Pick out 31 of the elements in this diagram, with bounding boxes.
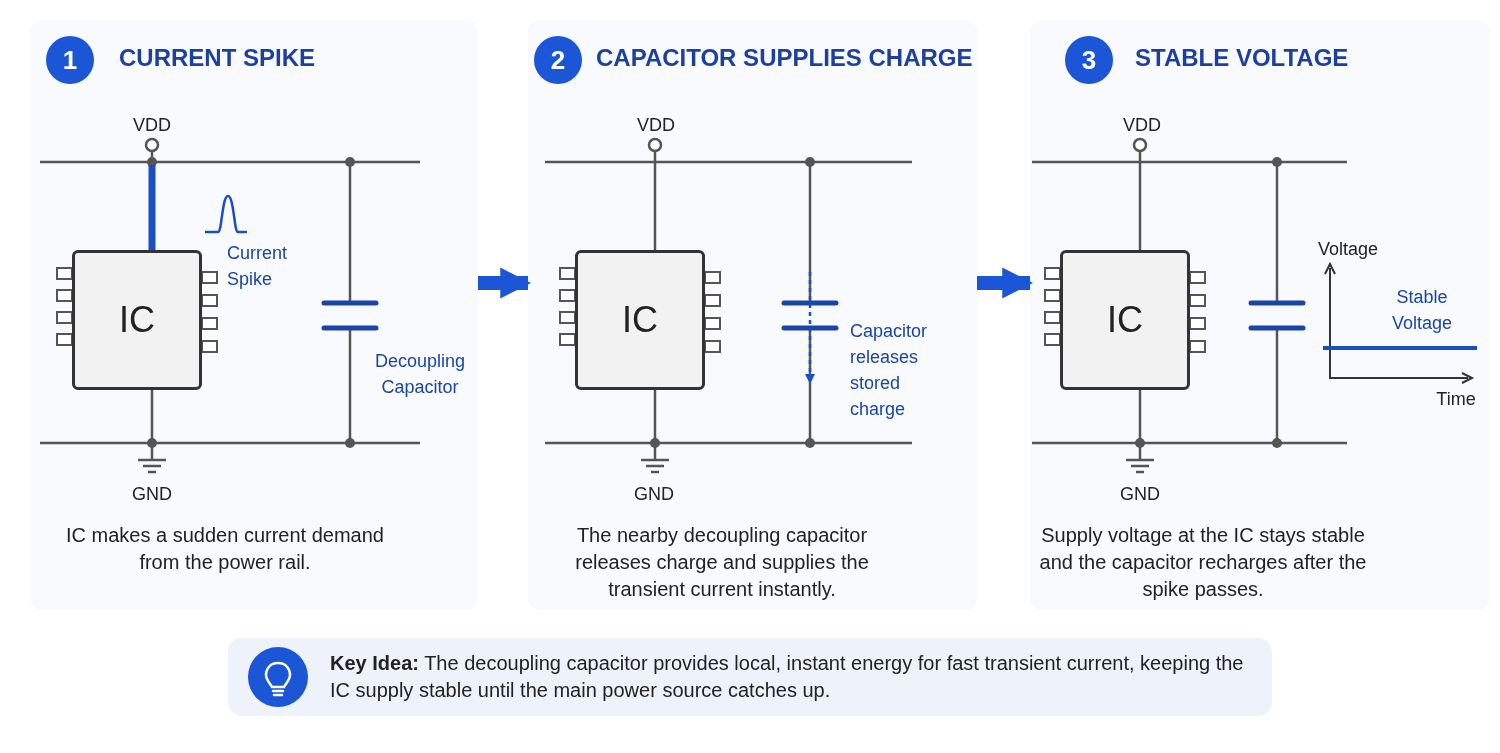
step-heading: CURRENT SPIKE [119, 44, 316, 72]
terminal-label: Time [1436, 388, 1476, 411]
step-number-badge: 2 [534, 36, 582, 84]
step-arrow [977, 267, 1034, 299]
ic-chip: IC [575, 250, 705, 390]
step-arrow [478, 267, 532, 299]
terminal-label: GND [132, 483, 172, 506]
annotation-label: Capacitor releases stored charge [850, 320, 929, 421]
key-idea-panel [228, 638, 1272, 716]
step-description: Supply voltage at the IC stays stable and the capacitor recharges after the spike passes. [1038, 523, 1368, 602]
terminal-label: VDD [1123, 114, 1161, 137]
terminal-label: VDD [133, 114, 171, 137]
ic-chip: IC [72, 250, 202, 390]
annotation-label: Stable Voltage [1390, 286, 1454, 335]
terminal-label: GND [634, 483, 674, 506]
terminal-label: VDD [637, 114, 675, 137]
step-number-badge: 3 [1065, 36, 1113, 84]
step-heading: CAPACITOR SUPPLIES CHARGE [596, 44, 973, 72]
key-idea-text: Key Idea: The decoupling capacitor provides local, instant energy for fast transient current, keeping the IC supply stable until the main power source catches up. [330, 651, 1245, 703]
step-number-badge: 1 [46, 36, 94, 84]
step-panel [30, 20, 478, 610]
step-description: IC makes a sudden current demand from the power rail. [65, 523, 385, 575]
terminal-label: Voltage [1317, 238, 1379, 261]
step-description: The nearby decoupling capacitor releases charge and supplies the transient current instantly. [574, 523, 870, 602]
ic-chip: IC [1060, 250, 1190, 390]
step-heading: STABLE VOLTAGE [1135, 44, 1349, 72]
step-panel [1030, 20, 1490, 610]
annotation-label: Decoupling Capacitor [373, 350, 467, 399]
terminal-label: GND [1120, 483, 1160, 506]
annotation-label: Current Spike [227, 242, 289, 291]
step-panel [528, 20, 977, 610]
